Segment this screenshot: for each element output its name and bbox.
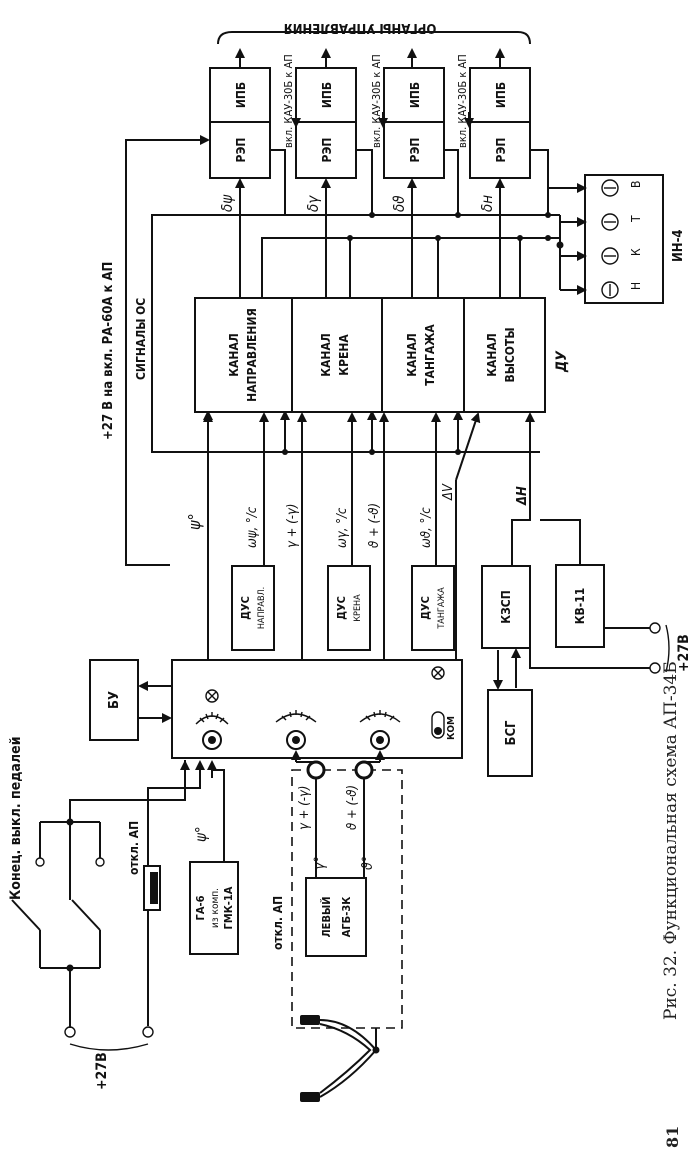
delta-v-label: ΔV bbox=[441, 483, 456, 501]
ipb-label: ИПБ bbox=[320, 82, 334, 108]
psi-deg-ga6: ψ° bbox=[192, 826, 210, 842]
omega-theta-label: ωϑ, °/c bbox=[419, 507, 434, 548]
organy-bracket bbox=[217, 31, 531, 45]
delta-gamma-label: δγ bbox=[304, 195, 322, 212]
delta-h-big-label: ΔH bbox=[515, 486, 530, 506]
page-number: 81 bbox=[663, 1126, 682, 1148]
ipb-label: ИПБ bbox=[494, 82, 508, 108]
du-label: ДУ bbox=[554, 350, 570, 373]
psi-deg-label: ψ° bbox=[185, 513, 204, 530]
ga6-line3: ГМК-1А bbox=[222, 886, 235, 929]
in4-letter-k: К bbox=[629, 248, 643, 256]
in4-indicator: Н К Т В bbox=[584, 174, 664, 304]
dus-napr: ДУС НАПРАВЛ. bbox=[231, 565, 275, 651]
delta-psi-label: δψ bbox=[218, 194, 236, 212]
kanal-vys-1: КАНАЛ bbox=[485, 333, 499, 377]
dus-kren: ДУС КРЕНА bbox=[327, 565, 371, 651]
gamma-deg-agb: γ° bbox=[312, 856, 328, 870]
dus-napr-1: ДУС bbox=[239, 596, 252, 620]
in4-letter-t: Т bbox=[629, 215, 643, 223]
actuator-h: ИПБ РЭП bbox=[469, 67, 531, 179]
agb-region: ЛЕВЫЙ АГБ-3К bbox=[291, 750, 403, 1102]
plus27b-left: +27В bbox=[94, 1052, 110, 1090]
kau-label-2: вкл. КАУ-30Б к АП bbox=[370, 54, 383, 148]
kanal-kren-1: КАНАЛ bbox=[319, 333, 333, 377]
bu-label: БУ bbox=[107, 691, 122, 709]
konec-label: Конец. выкл. педалей bbox=[8, 736, 24, 900]
kom-label: КОМ bbox=[446, 716, 457, 740]
otkl-ap-button bbox=[143, 760, 205, 1026]
kanal-kren-2: КРЕНА bbox=[337, 334, 351, 376]
kau-label-3: вкл. КАУ-30Б к АП bbox=[456, 54, 469, 148]
actuator-gamma: ИПБ РЭП bbox=[295, 67, 357, 179]
kanal-napr-1: КАНАЛ bbox=[227, 333, 241, 377]
kanal-vys-2: ВЫСОТЫ bbox=[503, 327, 517, 382]
ga6-line1: ГА-6 bbox=[194, 895, 207, 920]
ga6-block: ГА-6 из комп. ГМК-1А bbox=[189, 760, 239, 955]
theta-pm-label: ϑ + (-ϑ) bbox=[367, 503, 382, 548]
kau-label-1: вкл. КАУ-30Б к АП bbox=[282, 54, 295, 148]
otkl-ap-label-2: откл. АП bbox=[271, 896, 285, 950]
gamma-pm-label: γ + (-γ) bbox=[285, 504, 300, 548]
in4-label: ИН-4 bbox=[671, 229, 686, 262]
signaly-os-label: СИГНАЛЫ ОС bbox=[134, 298, 148, 380]
plus27-ra-label: +27 В на вкл. РА-60А к АП bbox=[101, 262, 116, 440]
in4-lines bbox=[261, 183, 587, 298]
pedal-switches bbox=[11, 760, 190, 1051]
levyi-line1: ЛЕВЫЙ bbox=[320, 896, 333, 937]
ga6-line2: из комп. bbox=[210, 888, 221, 928]
in4-letter-v: В bbox=[629, 181, 643, 188]
rep-label: РЭП bbox=[234, 138, 248, 163]
dus-napr-2: НАПРАВЛ. bbox=[257, 587, 267, 629]
channel-input-lines bbox=[203, 412, 581, 660]
kv11-block: КВ-11 bbox=[555, 564, 605, 648]
ipb-label: ИПБ bbox=[408, 82, 422, 108]
plus27b-right: +27В bbox=[676, 634, 692, 672]
dus-kren-1: ДУС bbox=[335, 596, 348, 620]
bsg-block: БСГ bbox=[487, 648, 533, 777]
kv11-label: КВ-11 bbox=[573, 588, 587, 625]
dus-tang-2: ТАНГАЖА bbox=[437, 587, 447, 630]
in4-letter-n: Н bbox=[629, 282, 643, 290]
delta-h-label: δн bbox=[478, 195, 496, 212]
kanal-tang-2: ТАНГАЖА bbox=[423, 324, 437, 386]
figure-caption: Рис. 32. Функциональная схема АП-34Б bbox=[661, 661, 681, 1020]
organ-arrows bbox=[235, 48, 505, 68]
levyi-line2: АГБ-3К bbox=[340, 897, 353, 938]
kzsp-block: КЗСП bbox=[481, 565, 531, 649]
main-panel bbox=[171, 659, 463, 759]
delta-theta-label: δϑ bbox=[390, 195, 408, 212]
dus-tang-1: ДУС bbox=[419, 596, 432, 620]
kzsp-label: КЗСП bbox=[499, 590, 513, 623]
rep-label: РЭП bbox=[320, 138, 334, 163]
rep-label: РЭП bbox=[494, 138, 508, 163]
kanal-napr-2: НАПРАВЛЕНИЯ bbox=[245, 308, 259, 402]
kv11-power bbox=[529, 622, 670, 674]
gamma-pm-agb: γ + (-γ) bbox=[297, 786, 312, 830]
dus-tang: ДУС ТАНГАЖА bbox=[411, 565, 455, 651]
theta-pm-agb: ϑ + (-ϑ) bbox=[345, 785, 360, 830]
ipb-label: ИПБ bbox=[234, 82, 248, 108]
bu-block: БУ bbox=[89, 659, 172, 741]
bsg-label: БСГ bbox=[504, 720, 519, 745]
actuator-psi: ИПБ РЭП bbox=[209, 67, 271, 179]
actuator-theta: ИПБ РЭП bbox=[383, 67, 445, 179]
theta-deg-agb: ϑ° bbox=[360, 856, 376, 870]
omega-gamma-label: ωγ, °/c bbox=[335, 507, 350, 548]
otkl-ap-label-1: откл. АП bbox=[127, 821, 141, 875]
omega-psi-label: ωψ, °/c bbox=[245, 506, 260, 548]
du-channels: КАНАЛ НАПРАВЛЕНИЯ КАНАЛ КРЕНА КАНАЛ ТАНГ… bbox=[194, 297, 546, 413]
dus-kren-2: КРЕНА bbox=[353, 594, 363, 622]
rep-label: РЭП bbox=[408, 138, 422, 163]
kanal-tang-1: КАНАЛ bbox=[405, 333, 419, 377]
